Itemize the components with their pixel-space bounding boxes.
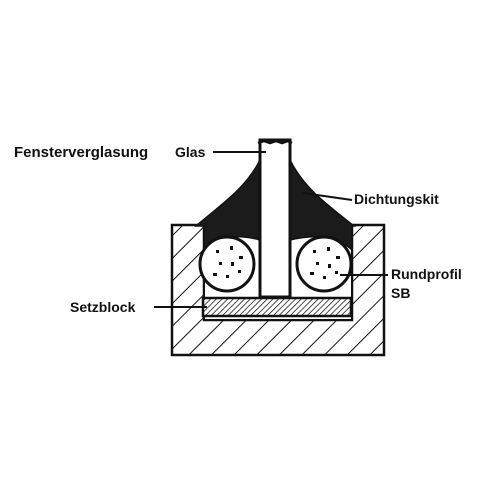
- round-profile-right: [295, 235, 353, 293]
- glas-label: Glas: [175, 144, 206, 160]
- glass-pane: [258, 138, 292, 299]
- sealant-right: [289, 159, 357, 252]
- glass-top-edge: [257, 139, 293, 145]
- setting-block: [201, 296, 353, 318]
- round-profile-left: [198, 235, 256, 293]
- diagram-title: Fensterverglasung: [14, 144, 148, 161]
- setzblock-label: Setzblock: [70, 299, 136, 315]
- dichtungskit-label: Dichtungskit: [354, 191, 439, 207]
- sealant-left: [193, 159, 261, 252]
- dichtungskit-leader-line: [302, 192, 353, 201]
- rundprofil-label-line2: SB: [391, 285, 410, 301]
- rundprofil-label: Rundprofil: [391, 266, 462, 282]
